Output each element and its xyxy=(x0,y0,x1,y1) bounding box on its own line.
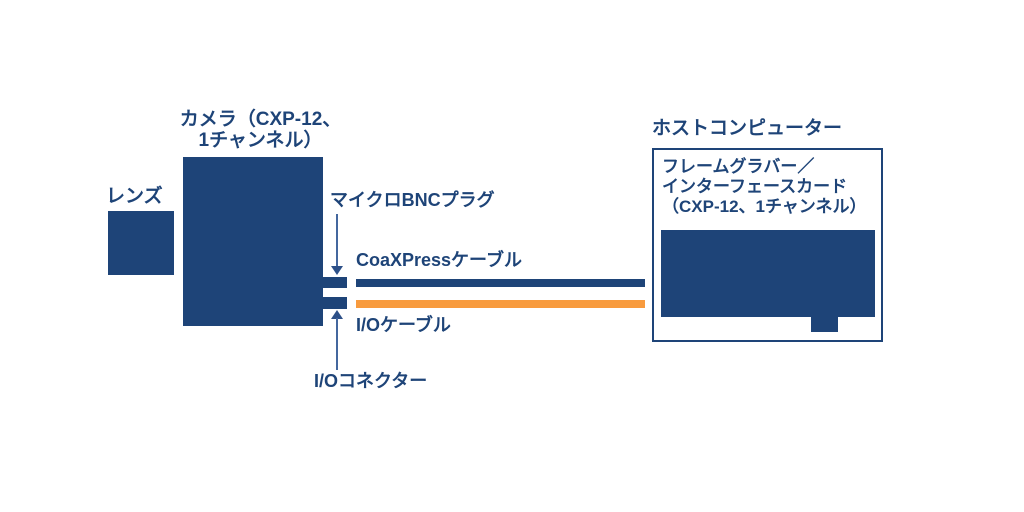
arrow-down-icon xyxy=(331,266,343,275)
camera-label: カメラ（CXP-12、 1チャンネル） xyxy=(163,109,358,151)
frame-grabber-label-line3: （CXP-12、1チャンネル） xyxy=(662,197,867,216)
lens-box xyxy=(108,211,174,275)
camera-label-line1: カメラ（CXP-12、 xyxy=(179,109,342,130)
frame-grabber-label-line2: インターフェースカード xyxy=(662,177,848,196)
camera-box xyxy=(183,157,323,326)
host-computer-label: ホストコンピューター xyxy=(652,118,843,139)
coaxpress-cable-label: CoaXPressケーブル xyxy=(356,250,522,270)
lens-label: レンズ xyxy=(106,186,163,207)
micro-bnc-plug-label: マイクロBNCプラグ xyxy=(330,190,495,210)
frame-grabber-label-line1: フレームグラバー／ xyxy=(662,157,815,176)
io-cable-line xyxy=(356,300,645,308)
io-connector-shape xyxy=(322,297,347,309)
frame-grabber-card-notch xyxy=(811,317,838,332)
io-connector-label: I/Oコネクター xyxy=(314,371,428,391)
frame-grabber-card-shape xyxy=(661,230,875,317)
arrow-up-line xyxy=(336,318,338,370)
camera-label-line2: 1チャンネル） xyxy=(198,130,323,151)
frame-grabber-label: フレームグラバー／ インターフェースカード （CXP-12、1チャンネル） xyxy=(662,157,866,217)
io-cable-label: I/Oケーブル xyxy=(356,315,451,335)
arrow-down-line xyxy=(336,214,338,267)
micro-bnc-plug-shape xyxy=(322,277,347,288)
coaxpress-cable-line xyxy=(356,279,645,287)
arrow-up-icon xyxy=(331,310,343,319)
